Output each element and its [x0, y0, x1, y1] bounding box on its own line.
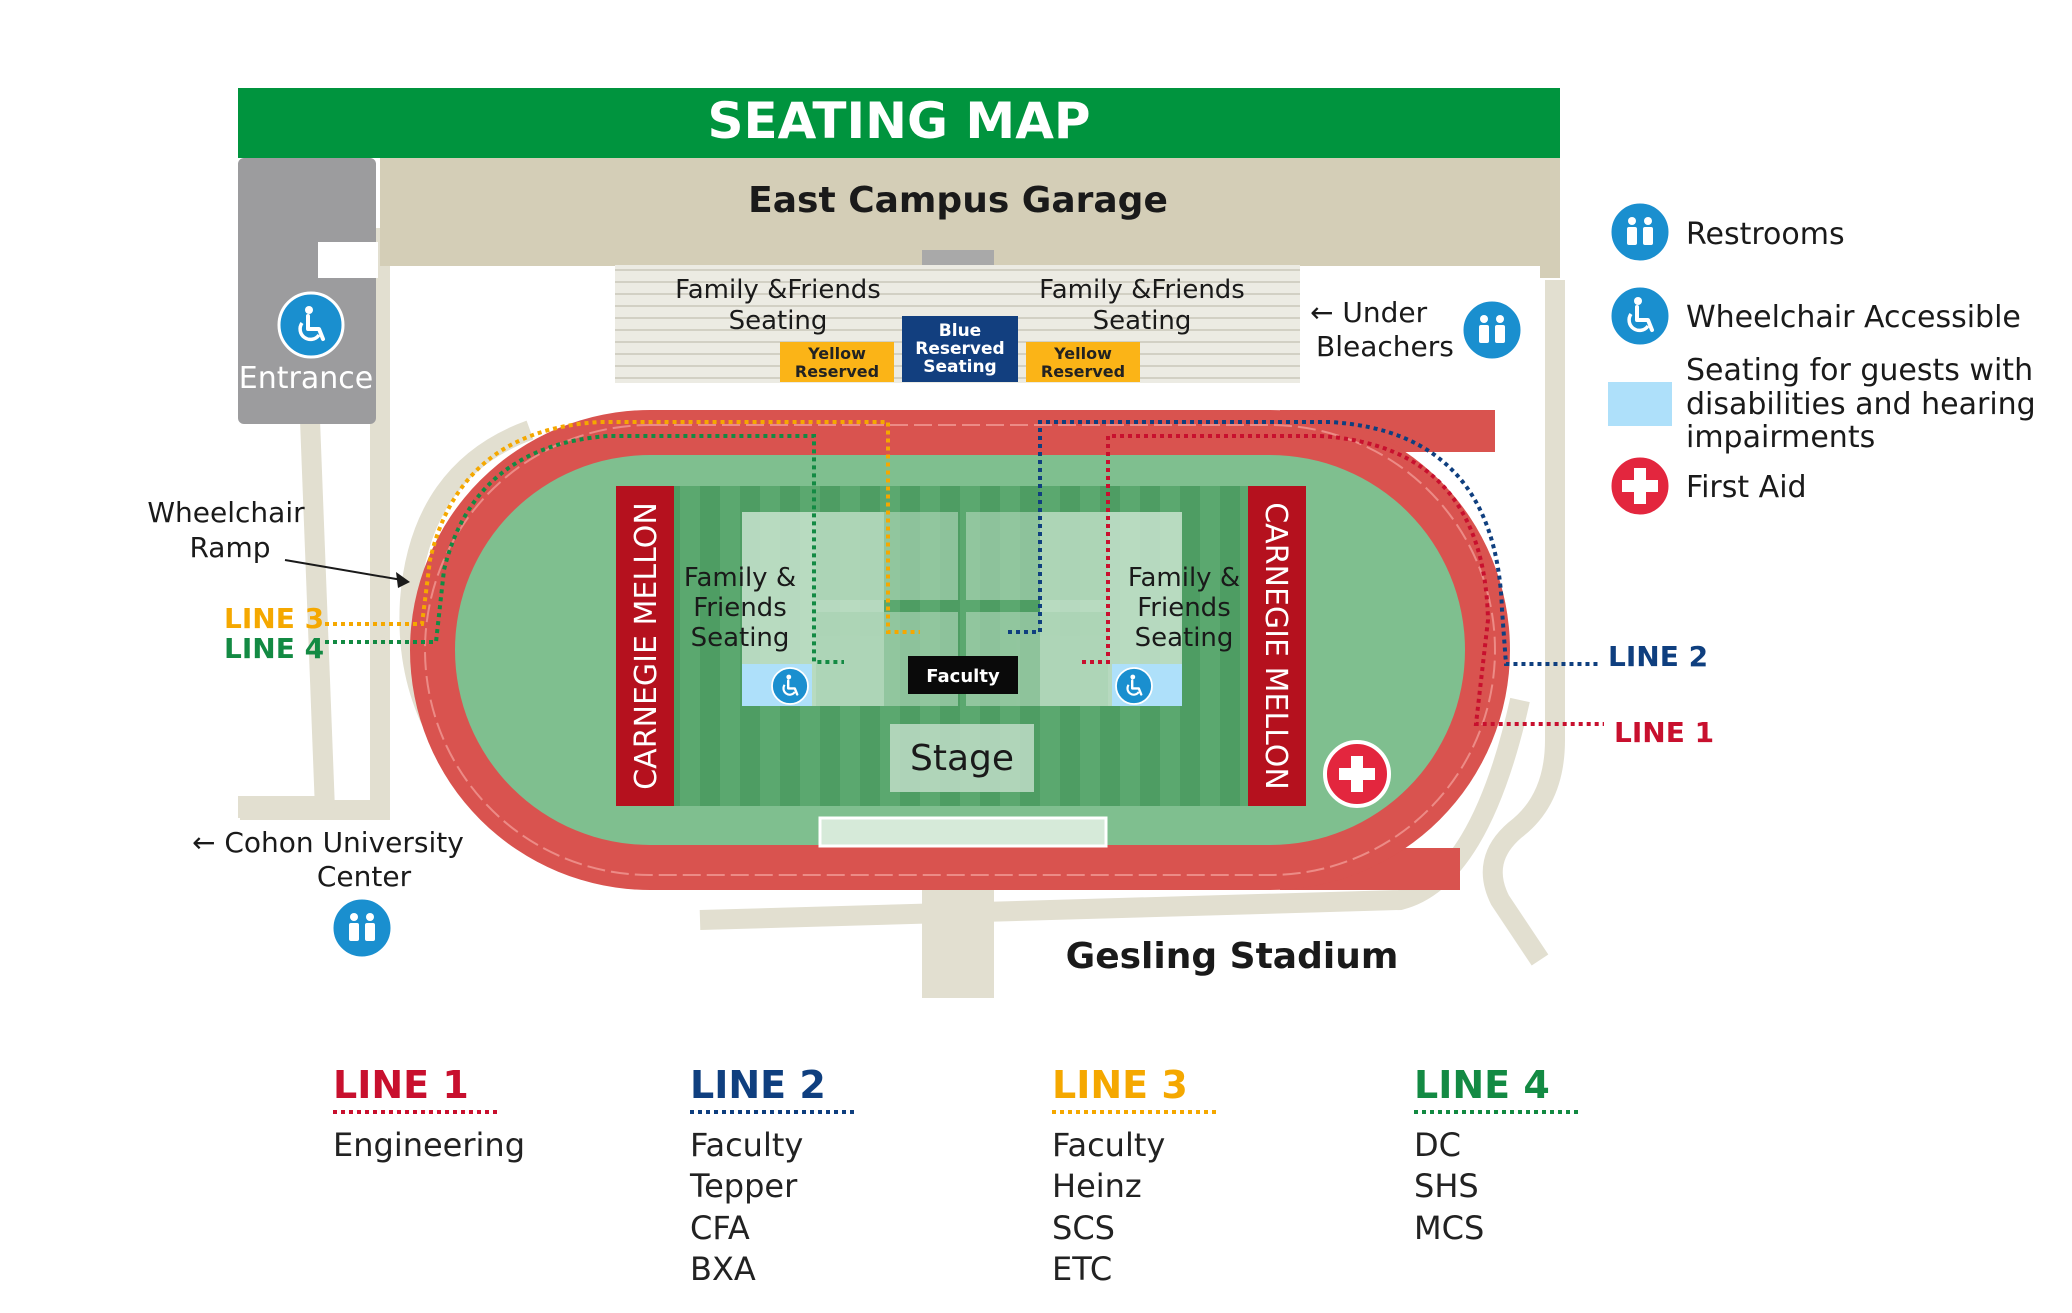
field-ff-right: Family & Friends Seating [1128, 563, 1240, 653]
yellow-reserved-left: Yellow Reserved [780, 342, 894, 382]
south-gate [818, 816, 1108, 848]
line-2-item: BXA [690, 1250, 756, 1288]
faculty-block [908, 656, 1018, 694]
ada-left-wheelchair-icon [771, 667, 809, 705]
yellow-reserved-right-line1: Yellow [1053, 344, 1112, 363]
cohon-label-1: ← Cohon University [192, 826, 464, 859]
legend-seating-swatch [1608, 382, 1672, 426]
end-zone-right [1248, 486, 1306, 806]
bleacher-ff-right-line1: Family &Friends [1039, 275, 1245, 305]
line-4-list: LINE 4 DC SHS MCS [1414, 1063, 1580, 1247]
legend-first-aid: First Aid [1686, 470, 1807, 505]
bleacher-ff-right: Family &Friends Seating [1039, 275, 1245, 336]
garage-edge [1540, 158, 1560, 278]
page-title: SEATING MAP [707, 92, 1090, 150]
under-bleachers-restroom-icon [1460, 298, 1524, 362]
line-3-list: LINE 3 Faculty Heinz SCS ETC [1052, 1063, 1218, 1288]
line-4-heading: LINE 4 [1414, 1063, 1550, 1107]
cmu-banner-right: CARNEGIE MELLON [1258, 502, 1293, 790]
blue-reserved-line3: Seating [923, 357, 996, 377]
track-lane-lines [424, 424, 1496, 876]
line-2-list: LINE 2 Faculty Tepper CFA BXA [689, 1063, 856, 1288]
field-ff-left: Family & Friends Seating [684, 563, 796, 653]
legend-seating-line2: disabilities and hearing [1686, 387, 2036, 422]
stage-label: Stage [910, 738, 1014, 779]
entrance-label: Entrance [239, 361, 373, 396]
legend-restrooms: Restrooms [1686, 217, 1845, 252]
line-1-heading: LINE 1 [333, 1063, 469, 1107]
legend-seating-line3: impairments [1686, 420, 1875, 455]
first-aid-icon [1323, 740, 1391, 808]
bleacher-ff-right-line2: Seating [1093, 306, 1192, 336]
route-line-2 [1008, 420, 1600, 666]
line-4-item: MCS [1414, 1209, 1484, 1247]
under-bleachers-label-2: Bleachers [1316, 330, 1454, 363]
field-ff-right-line2: Friends [1137, 593, 1231, 623]
line-4-item: SHS [1414, 1167, 1479, 1205]
legend-wheelchair: Wheelchair Accessible [1686, 300, 2021, 335]
line-2-item: Faculty [690, 1126, 803, 1164]
line-1-list: LINE 1 Engineering [333, 1063, 525, 1164]
bleacher-ff-left: Family &Friends Seating [675, 275, 881, 336]
line-2-item: CFA [690, 1209, 750, 1247]
south-walkway [922, 890, 994, 998]
stage-block [890, 724, 1034, 792]
west-walkway-strip [238, 796, 328, 818]
garage-label: East Campus Garage [748, 180, 1168, 221]
under-bleachers-label-1: ← Under [1310, 296, 1428, 329]
yellow-reserved-right-line2: Reserved [1041, 362, 1125, 381]
wheelchair-ramp-label-1: Wheelchair [147, 496, 305, 529]
line-3-item: Heinz [1052, 1167, 1142, 1205]
yellow-reserved-left-line2: Reserved [795, 362, 879, 381]
map-line4-label: LINE 4 [224, 632, 324, 665]
line-3-item: ETC [1052, 1250, 1112, 1288]
yellow-reserved-left-line1: Yellow [807, 344, 866, 363]
map-line2-label: LINE 2 [1608, 640, 1708, 673]
legend-first-aid-icon [1608, 454, 1672, 518]
wheelchair-ramp-label-2: Ramp [189, 531, 270, 564]
bleacher-ff-left-line2: Seating [729, 306, 828, 336]
route-line-1 [1082, 434, 1604, 726]
garage-notch [318, 242, 378, 278]
blue-reserved-line1: Blue [939, 321, 981, 341]
line-4-item: DC [1414, 1126, 1461, 1164]
ramp-arrowhead [396, 572, 410, 588]
center-seating-grid [816, 512, 1108, 706]
field-ff-right-line1: Family & [1128, 563, 1240, 593]
end-zone-left [616, 486, 674, 806]
blue-reserved-line2: Reserved [915, 339, 1004, 359]
line-3-item: Faculty [1052, 1126, 1165, 1164]
legend-wheelchair-icon [1608, 284, 1672, 348]
legend-seating-line1: Seating for guests with [1686, 353, 2033, 388]
map-line3-label: LINE 3 [224, 602, 324, 635]
faculty-label: Faculty [926, 666, 1000, 687]
field-ff-left-line1: Family & [684, 563, 796, 593]
ada-right-wheelchair-icon [1115, 667, 1153, 705]
legend-restroom-icon [1608, 200, 1672, 264]
yellow-reserved-right: Yellow Reserved [1026, 342, 1140, 382]
ramp-arrow [284, 559, 403, 581]
stadium-label: Gesling Stadium [1066, 936, 1399, 977]
entrance-building [238, 158, 376, 424]
line-3-item: SCS [1052, 1209, 1115, 1247]
blue-reserved: Blue Reserved Seating [902, 316, 1018, 382]
entrance-wheelchair-icon [277, 291, 345, 359]
line-2-item: Tepper [689, 1167, 798, 1205]
east-campus-garage [380, 158, 1560, 266]
field-ff-left-line2: Friends [693, 593, 787, 623]
bleacher-ff-left-line1: Family &Friends [675, 275, 881, 305]
cohon-label-2: Center [317, 860, 412, 893]
cohon-restroom-icon [330, 896, 394, 960]
map-line1-label: LINE 1 [1614, 716, 1714, 749]
legend: Restrooms Wheelchair Accessible Seating … [1608, 200, 2036, 518]
field-ff-right-line3: Seating [1135, 623, 1234, 653]
header-bar [238, 88, 1560, 158]
line-3-heading: LINE 3 [1052, 1063, 1188, 1107]
line-1-item: Engineering [333, 1126, 525, 1164]
field-ff-left-line3: Seating [691, 623, 790, 653]
line-2-heading: LINE 2 [690, 1063, 826, 1107]
cmu-banner-left: CARNEGIE MELLON [629, 502, 664, 790]
